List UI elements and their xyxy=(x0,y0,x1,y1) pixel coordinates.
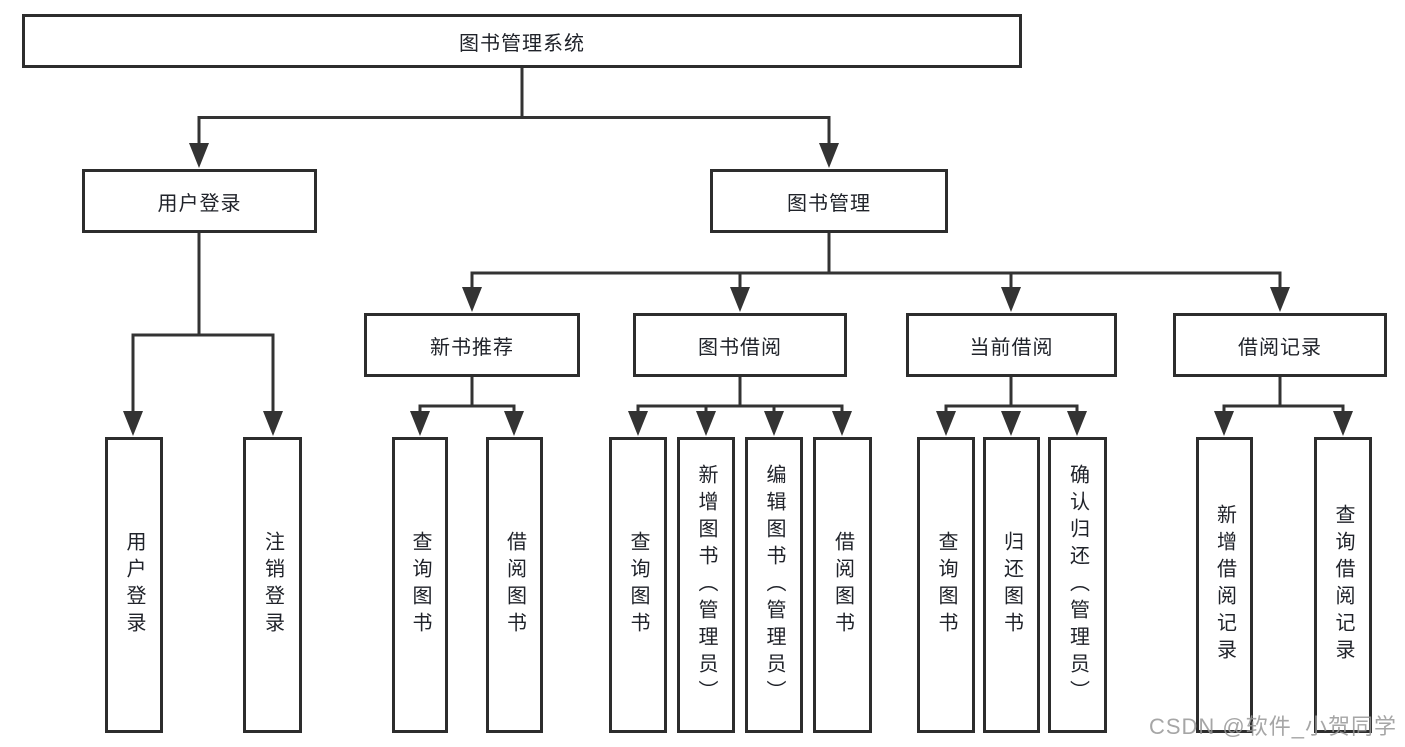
arrowhead-icon xyxy=(832,411,852,436)
node-bb-borrow-books-label: 借阅图书 xyxy=(831,531,854,639)
node-bb-query-books: 查询图书 xyxy=(609,437,667,733)
node-cb-query-books-label: 查询图书 xyxy=(935,531,957,639)
node-bb-borrow-books: 借阅图书 xyxy=(813,437,872,733)
node-book-borrowing-label: 图书借阅 xyxy=(698,336,782,359)
edge-current-split xyxy=(944,377,1079,414)
node-root-label: 图书管理系统 xyxy=(459,32,585,55)
node-cb-confirm-return-label: 确认归还（管理员） xyxy=(1066,463,1089,707)
arrowhead-icon xyxy=(1333,411,1353,436)
node-user-login: 用户登录 xyxy=(82,169,317,233)
node-br-add-record: 新增借阅记录 xyxy=(1196,437,1253,733)
arrowhead-icon xyxy=(1001,287,1021,312)
arrowhead-icon xyxy=(1270,287,1290,312)
node-bb-add-books: 新增图书（管理员） xyxy=(677,437,735,733)
node-book-management: 图书管理 xyxy=(710,169,948,233)
arrowhead-icon xyxy=(189,143,209,168)
node-bb-add-books-label: 新增图书（管理员） xyxy=(695,463,717,707)
arrowhead-icon xyxy=(1214,411,1234,436)
node-leaf-login: 用户登录 xyxy=(105,437,163,733)
arrowhead-icon xyxy=(730,287,750,312)
node-nb-borrow-books-label: 借阅图书 xyxy=(503,531,526,639)
edge-records-split xyxy=(1222,377,1345,414)
arrowhead-icon xyxy=(764,411,784,436)
arrowhead-icon xyxy=(462,287,482,312)
edge-userlogin-split xyxy=(131,233,275,413)
node-bb-query-books-label: 查询图书 xyxy=(627,531,649,639)
node-nb-query-books: 查询图书 xyxy=(392,437,448,733)
arrowhead-icon xyxy=(123,411,143,436)
node-bb-edit-books: 编辑图书（管理员） xyxy=(745,437,803,733)
node-cb-query-books: 查询图书 xyxy=(917,437,975,733)
node-cb-return-books: 归还图书 xyxy=(983,437,1040,733)
node-book-management-label: 图书管理 xyxy=(787,192,871,215)
arrowhead-icon xyxy=(628,411,648,436)
node-current-borrowing-label: 当前借阅 xyxy=(969,336,1054,359)
node-leaf-logout-label: 注销登录 xyxy=(261,531,284,639)
node-current-borrowing: 当前借阅 xyxy=(906,313,1117,377)
csdn-watermark: CSDN @软件_小贺同学 xyxy=(1148,714,1397,739)
edge-bookmgmt-split xyxy=(470,233,1282,290)
node-borrowing-records-label: 借阅记录 xyxy=(1238,336,1322,359)
node-leaf-login-label: 用户登录 xyxy=(123,531,145,639)
edge-newbook-split xyxy=(418,377,516,414)
node-bb-edit-books-label: 编辑图书（管理员） xyxy=(763,463,785,707)
arrowheads xyxy=(123,143,1353,436)
node-br-query-record: 查询借阅记录 xyxy=(1314,437,1372,733)
node-nb-borrow-books: 借阅图书 xyxy=(486,437,543,733)
edge-borrowing-split xyxy=(636,377,844,414)
tree-edges xyxy=(131,67,1345,414)
node-user-login-label: 用户登录 xyxy=(157,192,242,215)
node-book-borrowing: 图书借阅 xyxy=(633,313,847,377)
arrowhead-icon xyxy=(504,411,524,436)
arrowhead-icon xyxy=(819,143,839,168)
node-new-book-recommend-label: 新书推荐 xyxy=(430,336,514,359)
node-nb-query-books-label: 查询图书 xyxy=(409,531,431,639)
edge-root-split xyxy=(197,67,831,145)
arrowhead-icon xyxy=(1001,411,1021,436)
node-borrowing-records: 借阅记录 xyxy=(1173,313,1387,377)
arrowhead-icon xyxy=(696,411,716,436)
node-br-query-record-label: 查询借阅记录 xyxy=(1332,504,1354,666)
node-leaf-logout: 注销登录 xyxy=(243,437,302,733)
node-root: 图书管理系统 xyxy=(22,14,1022,68)
node-new-book-recommend: 新书推荐 xyxy=(364,313,580,377)
node-cb-return-books-label: 归还图书 xyxy=(1000,531,1023,639)
arrowhead-icon xyxy=(936,411,956,436)
node-cb-confirm-return: 确认归还（管理员） xyxy=(1048,437,1107,733)
arrowhead-icon xyxy=(410,411,430,436)
node-br-add-record-label: 新增借阅记录 xyxy=(1213,504,1236,666)
arrowhead-icon xyxy=(1067,411,1087,436)
arrowhead-icon xyxy=(263,411,283,436)
